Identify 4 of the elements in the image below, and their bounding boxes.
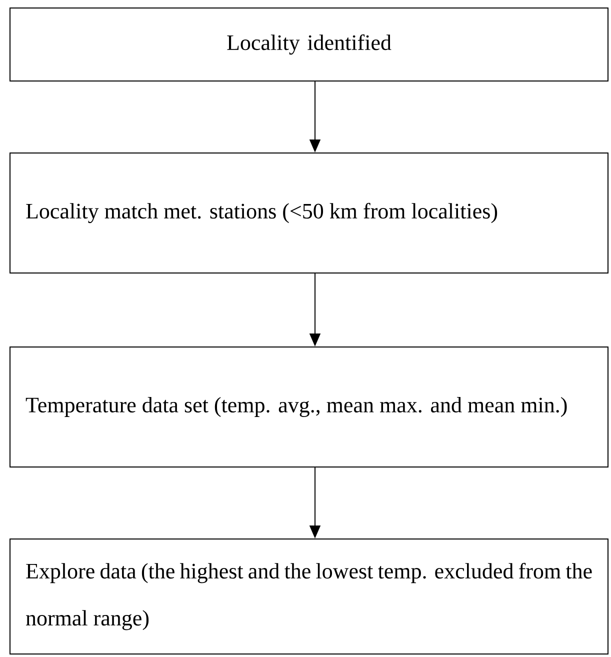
process-box: Locality identified — [10, 8, 608, 82]
process-box: Locality match met. stations (<50 km from localities) — [10, 152, 608, 274]
process-box: Explore data (the highest and the lowest temp. excluded from the normal range) — [10, 538, 608, 654]
process-box: Temperature data set (temp. avg., mean max. and mean min.) — [10, 346, 608, 468]
